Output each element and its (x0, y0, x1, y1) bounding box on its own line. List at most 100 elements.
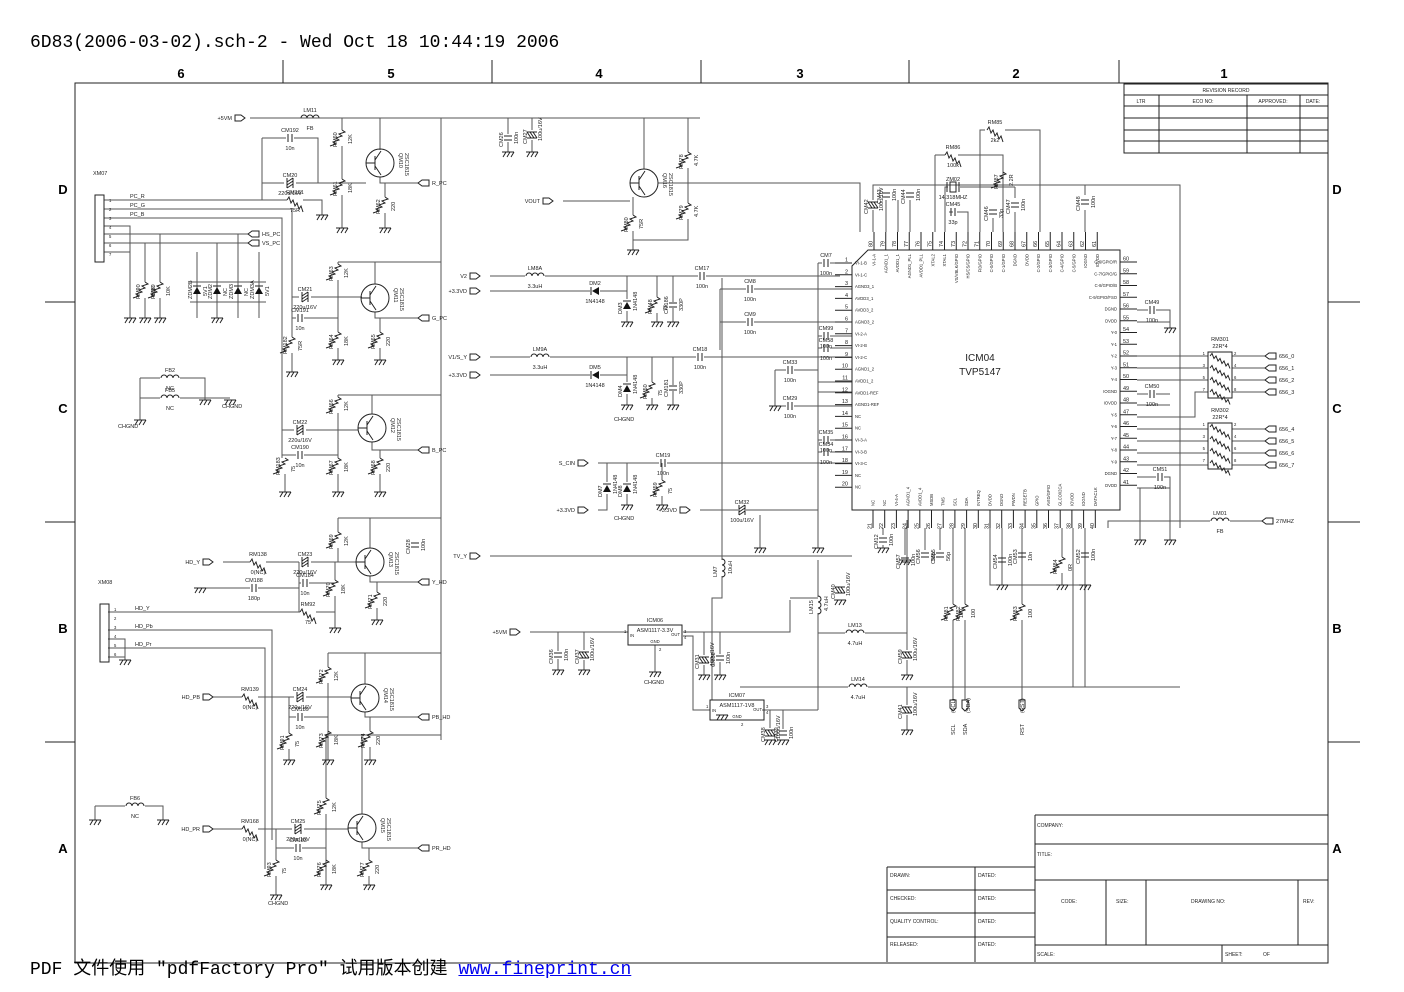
pin-in: IN (630, 633, 634, 638)
inductor-symbol (721, 558, 726, 578)
ic-pin-name: AGND1_1 (883, 253, 888, 273)
electrolytic-capacitor-symbol (294, 823, 302, 835)
part-ref: RM73 (319, 733, 325, 748)
zone-row-label: D (58, 182, 67, 197)
net-name: CHGND (614, 417, 634, 423)
connector-pin: 5 (109, 234, 112, 239)
part-ref: RM80 (624, 217, 630, 232)
ground-icon (777, 739, 790, 746)
inductor-symbol (160, 394, 180, 399)
footer-text: PDF 文件使用 "pdfFactory Pro" 试用版本创建 (30, 960, 459, 980)
part-ref: CM37 (575, 649, 581, 664)
part-ref: CM22 (293, 420, 308, 426)
pin-number: 4 (766, 710, 769, 715)
ic-pin-name: RESETB (1023, 489, 1028, 506)
part-value: 100u/16V (913, 637, 919, 661)
net-name: +3.3VD (449, 373, 468, 379)
ic-pin-name: Y-3 (1111, 365, 1118, 370)
part-ref: CM43 (877, 189, 883, 204)
ic-pin-number: 78 (892, 241, 898, 247)
part-ref: DM2 (589, 281, 601, 287)
electrolytic-capacitor-symbol (286, 177, 294, 189)
part-value: 10n (293, 856, 302, 862)
part-ref: DM4 (618, 385, 624, 397)
capacitor-symbol (1081, 552, 1089, 558)
resistor-symbol (325, 531, 343, 549)
part-ref: RM91 (280, 735, 286, 750)
part-value: 220 (376, 736, 382, 745)
net-name: B_PC (432, 448, 446, 454)
connector-pin: 6 (109, 243, 112, 248)
ic-pin-number: 43 (1123, 456, 1129, 462)
pin-number: 4 (684, 635, 687, 640)
pin-number: 3 (766, 704, 769, 709)
pin-number: 4 (1234, 363, 1237, 368)
ground-icon (322, 759, 335, 766)
signal-label: HD_Y (135, 606, 150, 612)
ic-pin-number: 74 (939, 241, 945, 247)
resistor-symbol (952, 603, 970, 621)
ic-pin-name: HS/CS/GPIO (966, 253, 971, 278)
ic-pin-name: AVDD1_4 (917, 487, 922, 506)
resistor-symbol (325, 457, 343, 475)
net-label: (SDA) (966, 698, 972, 713)
ic-pin-number: 36 (1043, 523, 1049, 529)
part-value: 2.2R (1009, 174, 1015, 186)
part-value: NC (131, 814, 139, 820)
ground-icon (834, 599, 847, 606)
part-value: 100n (1008, 554, 1014, 566)
ic-pin-number: 76 (916, 241, 922, 247)
part-value: 330P (679, 381, 685, 394)
fineprint-link[interactable]: www.fineprint.cn (458, 960, 632, 980)
net-name: CHGND (614, 516, 634, 522)
ground-icon (812, 547, 825, 554)
resistor-symbol (1049, 556, 1067, 574)
part-value: 100n (1091, 549, 1097, 561)
ic-pin-number: 41 (1123, 480, 1129, 486)
part-value: 100n (696, 284, 708, 290)
net-label: +5VM (492, 628, 521, 636)
ic-pin-number: 22 (879, 523, 885, 529)
ic-pin-number: 3 (845, 281, 848, 287)
part-value: 100n (820, 344, 832, 350)
net-label: B_PC (417, 446, 446, 454)
net-label: +5VM (217, 114, 246, 122)
ic-pin-name: GPIO (1034, 495, 1039, 506)
capacitor-symbol (295, 844, 301, 852)
ic-pin-number: 32 (996, 523, 1002, 529)
capacitor-symbol (297, 713, 303, 721)
ic-pin-name: DVDD (1105, 318, 1117, 323)
part-value: 0(NC) (243, 705, 258, 711)
zone-column-label: 4 (595, 66, 603, 81)
net-label: (RST) (1020, 698, 1026, 713)
ground-icon (1164, 539, 1177, 546)
ic-pin-number: 53 (1123, 339, 1129, 345)
zone-row-label: D (1332, 182, 1341, 197)
resistor-symbol (990, 171, 1008, 189)
net-name: 656_6 (1279, 451, 1294, 457)
part-ref: RM48 (648, 299, 654, 314)
resistor-symbol (132, 281, 150, 299)
ic-pin-name: TMS (941, 497, 946, 506)
net-name: S_CIN (559, 461, 575, 467)
electrolytic-capacitor-symbol (296, 691, 304, 703)
capacitor-symbol (879, 537, 887, 543)
ground-icon (119, 659, 132, 666)
part-ref: RM183 (276, 457, 282, 475)
